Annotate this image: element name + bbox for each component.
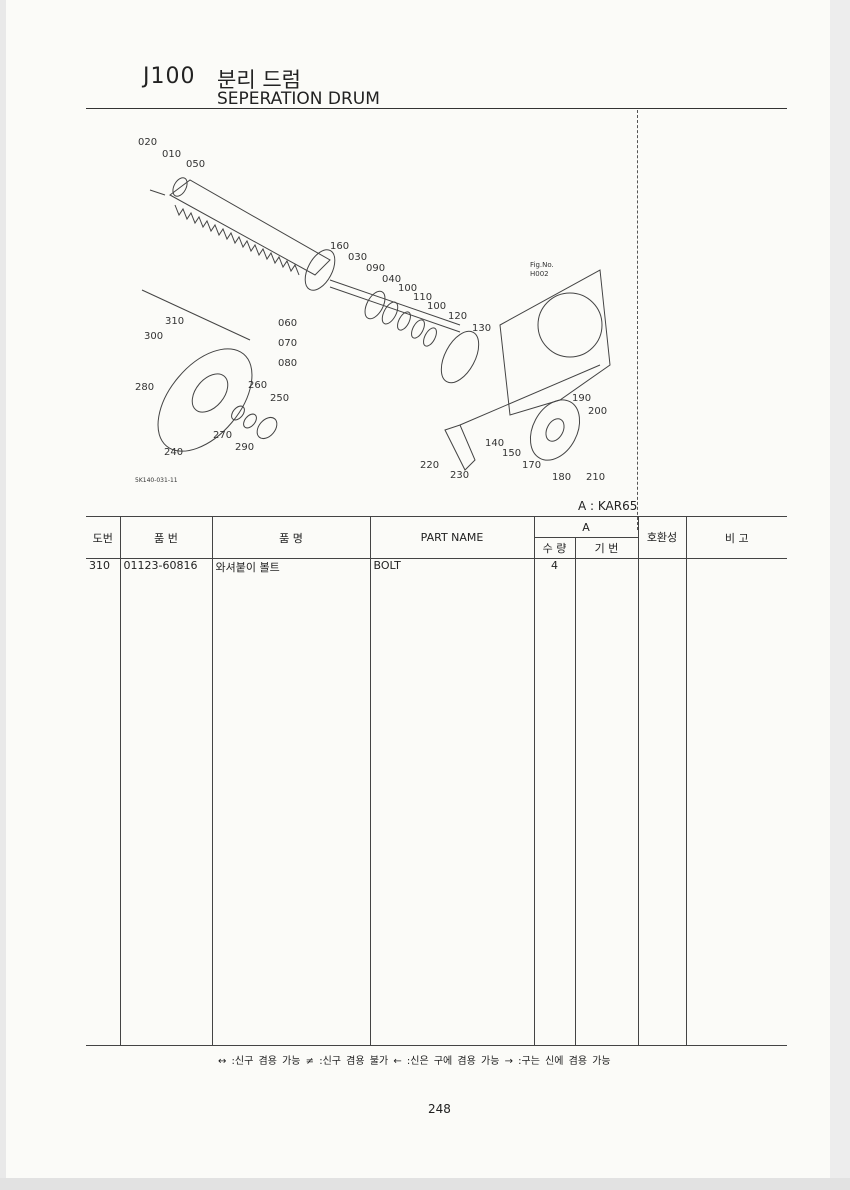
callout-label: 210 — [586, 472, 605, 483]
cell-remark — [685, 558, 787, 575]
exploded-parts-diagram: 020 010 050 160 030 090 040 100 110 100 … — [135, 137, 611, 484]
callout-label: 270 — [213, 430, 232, 441]
parts-table: 도번 품 번 품 명 PART NAME A 호환성 비 고 수 량 기 번 3… — [86, 516, 787, 1046]
callout-label: 300 — [144, 331, 163, 342]
section-title-english: SEPERATION DRUM — [217, 89, 380, 109]
col-base: 기 번 — [574, 537, 639, 559]
cell-base — [574, 558, 639, 575]
section-code: J100 — [143, 64, 196, 89]
callout-label: 190 — [572, 393, 591, 404]
callout-label: 140 — [485, 438, 504, 449]
callout-label: 080 — [278, 358, 297, 369]
callout-label: 070 — [278, 338, 297, 349]
col-ref: 도번 — [86, 516, 121, 559]
callout-label: 310 — [165, 316, 184, 327]
callout-label: 230 — [450, 470, 469, 481]
cell-qty: 4 — [533, 558, 576, 575]
callout-label: 180 — [552, 472, 571, 483]
cell-part-number: 01123-60816 — [119, 558, 213, 575]
callout-label: 040 — [382, 274, 401, 285]
page-edge-bottom — [0, 1178, 850, 1190]
callout-label: 260 — [248, 380, 267, 391]
callout-label: 130 — [472, 323, 491, 334]
col-group: A — [533, 516, 639, 538]
callout-label: 100 — [398, 283, 417, 294]
fig-ref-value: H002 — [530, 270, 549, 278]
section-title-korean: 분리 드럼 — [217, 68, 301, 92]
callout-label: 280 — [135, 382, 154, 393]
callout-label: 060 — [278, 318, 297, 329]
callout-label: 150 — [502, 448, 521, 459]
page-number: 248 — [428, 1102, 451, 1116]
table-row: 310 01123-60816 와셔붙이 볼트 BOLT 4 — [86, 558, 787, 575]
cell-part-name: BOLT — [369, 558, 535, 575]
callout-label: 110 — [413, 292, 432, 303]
callout-label: 250 — [270, 393, 289, 404]
callout-label: 050 — [186, 159, 205, 170]
col-part-name: PART NAME — [369, 516, 535, 559]
table-empty-space — [86, 575, 787, 1046]
model-legend: A : KAR65 — [578, 499, 638, 513]
drawing-code: 5K140-031-11 — [135, 477, 178, 484]
header-rule — [86, 108, 787, 109]
callout-label: 090 — [366, 263, 385, 274]
col-remark: 비 고 — [685, 516, 787, 559]
cell-ref: 310 — [86, 558, 121, 575]
callout-label: 160 — [330, 241, 349, 252]
compatibility-legend: ↔ :신구 겸용 가능 ≠ :신구 겸용 불가 ← :신은 구에 겸용 가능 →… — [218, 1056, 611, 1067]
page-edge — [830, 0, 850, 1190]
col-compat: 호환성 — [637, 516, 687, 559]
col-part-number: 품 번 — [119, 516, 213, 559]
callout-label: 030 — [348, 252, 367, 263]
callout-label: 240 — [164, 447, 183, 458]
cell-name-korean: 와셔붙이 볼트 — [211, 558, 371, 575]
callout-label: 010 — [162, 149, 181, 160]
callout-label: 120 — [448, 311, 467, 322]
fig-ref-label: Fig.No. — [530, 261, 554, 269]
callout-label: 220 — [420, 460, 439, 471]
col-name-korean: 품 명 — [211, 516, 371, 559]
callout-label: 020 — [138, 137, 157, 148]
cell-compat — [637, 558, 687, 575]
col-qty: 수 량 — [533, 537, 576, 559]
callout-label: 290 — [235, 442, 254, 453]
callout-label: 170 — [522, 460, 541, 471]
callout-label: 200 — [588, 406, 607, 417]
callout-label: 100 — [427, 301, 446, 312]
diagram-divider — [637, 110, 638, 530]
